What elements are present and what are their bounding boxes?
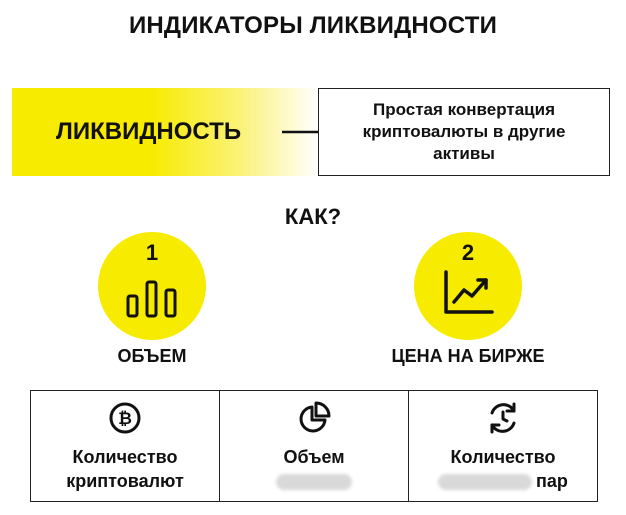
liquidity-definition: Простая конвертация криптовалюты в други…	[362, 100, 566, 163]
page-title: ИНДИКАТОРЫ ЛИКВИДНОСТИ	[128, 12, 498, 39]
metrics-table: ₿ Количество криптовалют Объем Количеств…	[30, 390, 598, 502]
metric-sublabel-redacted	[220, 471, 408, 492]
indicator-caption-price: ЦЕНА НА БИРЖЕ	[391, 346, 545, 366]
indicator-number: 1	[145, 240, 159, 265]
indicator-circle-volume: 1	[98, 232, 206, 340]
liquidity-highlight: ЛИКВИДНОСТЬ	[12, 88, 318, 176]
indicator-caption-volume: ОБЪЕМ	[117, 346, 187, 366]
metric-sublabel: криптовалют	[66, 471, 184, 491]
metric-label: Количество	[450, 447, 556, 467]
question-heading: КАК?	[284, 204, 342, 229]
line-chart-icon	[444, 270, 494, 314]
liquidity-label: ЛИКВИДНОСТЬ	[56, 118, 242, 145]
svg-text:₿: ₿	[118, 409, 132, 429]
metric-sublabel-text: пар	[536, 471, 568, 491]
metric-label: Объем	[283, 447, 345, 467]
metric-sublabel: пар	[409, 471, 597, 492]
metric-cell-volume: Объем	[219, 391, 408, 501]
pie-chart-icon	[299, 401, 331, 433]
metric-label: Количество	[72, 447, 178, 467]
refresh-clock-icon	[490, 402, 516, 434]
bitcoin-icon: ₿	[109, 402, 141, 434]
metric-cell-pairs-count: Количество пар	[408, 391, 597, 501]
liquidity-band: ЛИКВИДНОСТЬ Простая конвертация криптова…	[12, 88, 610, 176]
indicator-number: 2	[461, 240, 475, 265]
bar-chart-icon	[126, 280, 177, 318]
indicator-circle-price: 2	[414, 232, 522, 340]
metric-cell-crypto-count: ₿ Количество криптовалют	[31, 391, 219, 501]
liquidity-definition-box: Простая конвертация криптовалюты в други…	[318, 88, 610, 176]
